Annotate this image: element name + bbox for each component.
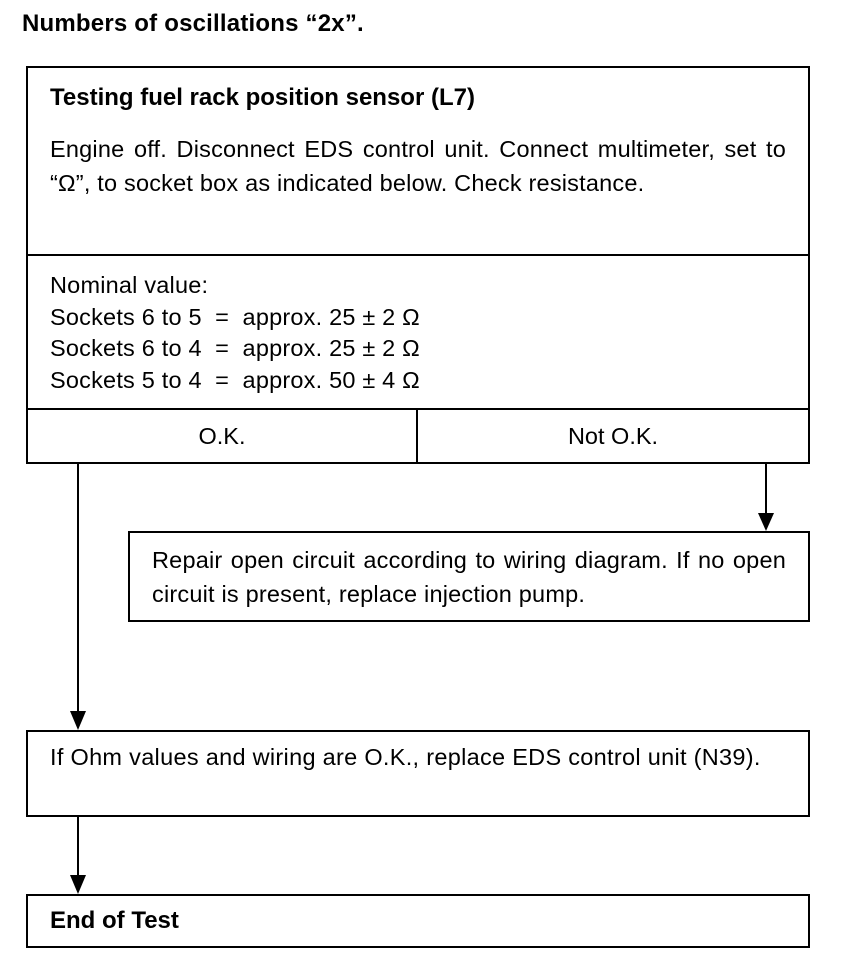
test-instructions: Engine off. Disconnect EDS control unit.… bbox=[50, 136, 786, 196]
arrow-not-ok-to-repair bbox=[758, 464, 774, 531]
page-heading: Numbers of oscillations “2x”. bbox=[22, 10, 364, 37]
test-title: Testing fuel rack position sensor (L7) bbox=[50, 84, 475, 111]
arrow-replace-to-end bbox=[70, 817, 86, 894]
replace-control-unit-box: If Ohm values and wiring are O.K., repla… bbox=[26, 730, 810, 817]
nominal-value-line: Sockets 6 to 4 = approx. 25 ± 2 Ω bbox=[50, 335, 420, 361]
result-row: O.K. Not O.K. bbox=[28, 410, 808, 462]
nominal-value-section: Nominal value: Sockets 6 to 5 = approx. … bbox=[28, 256, 808, 410]
nominal-value-line: Sockets 6 to 5 = approx. 25 ± 2 Ω bbox=[50, 303, 420, 330]
result-ok-cell: O.K. bbox=[28, 410, 418, 462]
test-procedure-box: Testing fuel rack position sensor (L7) E… bbox=[26, 66, 810, 464]
result-not-ok-cell: Not O.K. bbox=[567, 423, 659, 449]
arrow-ok-to-replace bbox=[70, 464, 86, 730]
nominal-value-line: Sockets 5 to 4 = approx. 50 ± 4 Ω bbox=[50, 366, 420, 393]
end-of-test-box: End of Test bbox=[26, 894, 810, 948]
repair-action-box: Repair open circuit according to wiring … bbox=[128, 531, 810, 622]
test-description-section: Testing fuel rack position sensor (L7) E… bbox=[28, 68, 808, 256]
nominal-value-label: Nominal value: bbox=[50, 272, 209, 298]
